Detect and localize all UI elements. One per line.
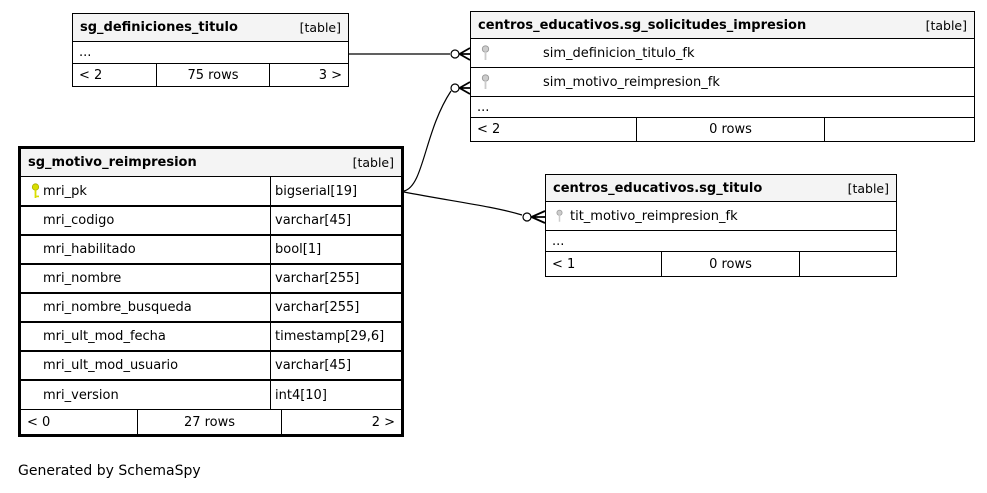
- table-node-sg-definiciones-titulo[interactable]: sg_definiciones_titulo [table] ... < 2 7…: [72, 13, 349, 87]
- table-title[interactable]: sg_definiciones_titulo: [80, 20, 238, 35]
- column-type: bigserial[19]: [270, 177, 401, 205]
- column-name: sim_motivo_reimpresion_fk: [543, 74, 720, 90]
- table-title[interactable]: centros_educativos.sg_solicitudes_impres…: [478, 17, 807, 33]
- footer-row-count: 0 rows: [636, 118, 824, 141]
- column-type: varchar[255]: [270, 294, 401, 321]
- column-type: varchar[255]: [270, 265, 401, 292]
- key-icon-foreign: [471, 74, 493, 90]
- footer-children-count: [824, 118, 974, 141]
- edge-definiciones-solicitudes: [349, 47, 471, 61]
- column-type: bool[1]: [270, 236, 401, 263]
- column-name: mri_codigo: [43, 213, 115, 228]
- table-header: centros_educativos.sg_titulo [table]: [546, 175, 896, 202]
- generated-by-caption: Generated by SchemaSpy: [18, 463, 201, 479]
- footer-parents-count: < 2: [477, 122, 501, 137]
- column-row: sim_motivo_reimpresion_fk: [471, 68, 974, 97]
- table-title[interactable]: sg_motivo_reimpresion: [28, 155, 197, 170]
- table-type-badge: [table]: [299, 20, 341, 35]
- footer-row-count: 0 rows: [661, 252, 799, 276]
- table-footer: < 2 0 rows: [471, 118, 974, 141]
- table-node-sg-solicitudes-impresion[interactable]: centros_educativos.sg_solicitudes_impres…: [470, 11, 975, 142]
- footer-parents-count: < 2: [79, 67, 103, 83]
- elided-columns-row: ...: [471, 97, 974, 118]
- column-row: mri_version int4[10]: [21, 380, 401, 409]
- column-type: varchar[45]: [270, 207, 401, 234]
- elided-columns-row: ...: [546, 231, 896, 252]
- ellipsis-label: ...: [79, 45, 92, 60]
- column-row: sim_definicion_titulo_fk: [471, 39, 974, 68]
- key-icon-foreign: [546, 208, 564, 224]
- footer-children-count: 2 >: [281, 410, 401, 434]
- footer-parents-count: < 1: [552, 256, 576, 272]
- footer-children-count: [799, 252, 896, 276]
- table-type-badge: [table]: [352, 155, 394, 170]
- column-row: mri_pk bigserial[19]: [21, 177, 401, 206]
- table-title[interactable]: centros_educativos.sg_titulo: [553, 180, 763, 196]
- table-node-sg-titulo[interactable]: centros_educativos.sg_titulo [table] tit…: [545, 174, 897, 277]
- column-row: mri_nombre varchar[255]: [21, 264, 401, 293]
- column-name: mri_habilitado: [43, 242, 136, 257]
- elided-columns-row: ...: [73, 42, 348, 64]
- table-header: sg_motivo_reimpresion [table]: [21, 149, 401, 177]
- column-row: tit_motivo_reimpresion_fk: [546, 202, 896, 231]
- table-header: centros_educativos.sg_solicitudes_impres…: [471, 12, 974, 39]
- table-node-sg-motivo-reimpresion[interactable]: sg_motivo_reimpresion [table] mri_pk big…: [18, 146, 404, 437]
- table-footer: < 0 27 rows 2 >: [21, 409, 401, 434]
- column-name: mri_ult_mod_fecha: [43, 329, 166, 344]
- column-type: timestamp[29,6]: [270, 323, 401, 350]
- table-footer: < 1 0 rows: [546, 252, 896, 276]
- edge-motivo-titulo: [403, 191, 546, 224]
- ellipsis-label: ...: [552, 233, 565, 249]
- column-row: mri_ult_mod_usuario varchar[45]: [21, 351, 401, 380]
- column-name: sim_definicion_titulo_fk: [543, 45, 695, 61]
- column-name: mri_nombre: [43, 271, 122, 286]
- footer-row-count: 75 rows: [156, 64, 269, 86]
- key-icon-primary: [21, 183, 43, 199]
- table-type-badge: [table]: [847, 180, 889, 196]
- edge-motivo-solicitudes: [403, 81, 471, 192]
- footer-parents-count: < 0: [27, 414, 51, 430]
- column-type: int4[10]: [270, 381, 401, 409]
- table-footer: < 2 75 rows 3 >: [73, 64, 348, 86]
- column-name: tit_motivo_reimpresion_fk: [570, 208, 738, 224]
- key-icon-foreign: [471, 45, 493, 61]
- footer-children-count: 3 >: [269, 64, 348, 86]
- column-row: mri_ult_mod_fecha timestamp[29,6]: [21, 322, 401, 351]
- column-row: mri_codigo varchar[45]: [21, 206, 401, 235]
- column-name: mri_nombre_busqueda: [43, 300, 192, 315]
- footer-row-count: 27 rows: [137, 410, 281, 434]
- ellipsis-label: ...: [477, 99, 490, 115]
- column-name: mri_ult_mod_usuario: [43, 358, 179, 373]
- table-type-badge: [table]: [925, 17, 967, 33]
- column-row: mri_habilitado bool[1]: [21, 235, 401, 264]
- column-row: mri_nombre_busqueda varchar[255]: [21, 293, 401, 322]
- column-type: varchar[45]: [270, 352, 401, 379]
- column-name: mri_version: [43, 387, 119, 403]
- table-header: sg_definiciones_titulo [table]: [73, 14, 348, 42]
- column-name: mri_pk: [43, 183, 87, 199]
